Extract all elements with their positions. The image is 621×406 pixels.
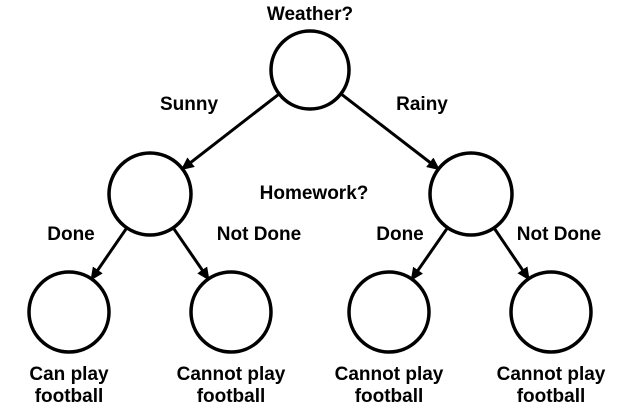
leaf-node-can-play xyxy=(27,270,111,354)
leaf-caption-1-line-2: football xyxy=(35,386,104,406)
edge-left-done xyxy=(90,226,129,281)
leaf-caption-4-line-2: football xyxy=(517,386,586,406)
leaf-node-cannot-play-1 xyxy=(189,270,273,354)
branch-label-rainy: Rainy xyxy=(396,94,448,115)
edge-weather-rainy xyxy=(339,92,441,171)
weather-root-node xyxy=(269,29,351,111)
homework-question-label: Homework? xyxy=(260,183,369,204)
branch-label-sunny: Sunny xyxy=(160,94,218,115)
edge-right-done xyxy=(410,226,449,281)
homework-right-node xyxy=(428,151,514,237)
leaf-caption-4-line-1: Cannot play xyxy=(497,364,606,385)
leaf-node-cannot-play-3 xyxy=(509,270,593,354)
leaf-caption-2-line-1: Cannot play xyxy=(177,364,286,385)
edge-right-not-done xyxy=(492,227,530,281)
branch-label-right-not-done: Not Done xyxy=(517,224,601,245)
leaf-caption-1-line-1: Can play xyxy=(29,364,109,385)
branch-label-right-done: Done xyxy=(376,224,424,245)
edge-left-not-done xyxy=(171,226,210,281)
branch-label-left-done: Done xyxy=(47,224,95,245)
leaf-caption-2-line-2: football xyxy=(197,386,266,406)
leaf-caption-3-line-1: Cannot play xyxy=(335,364,444,385)
homework-left-node xyxy=(107,151,193,237)
leaf-caption-3-line-2: football xyxy=(355,386,424,406)
edge-weather-sunny xyxy=(180,92,281,171)
weather-question-label: Weather? xyxy=(267,4,353,25)
leaf-node-cannot-play-2 xyxy=(347,270,431,354)
branch-label-left-not-done: Not Done xyxy=(217,224,301,245)
